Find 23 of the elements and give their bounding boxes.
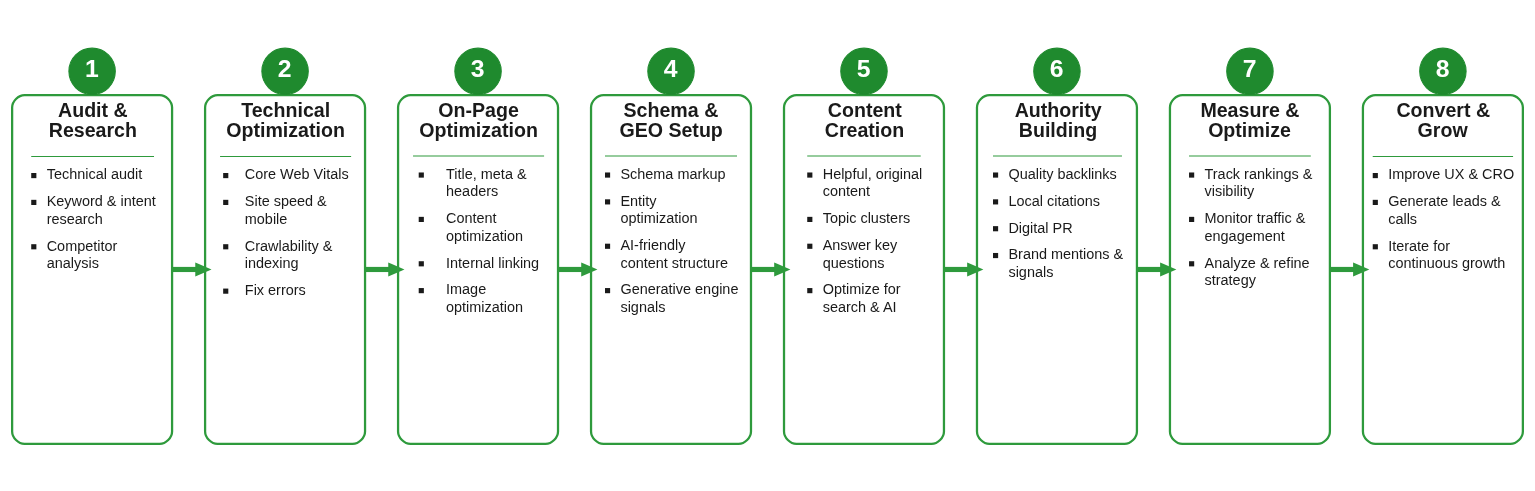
node-circle: 3 [454,47,502,95]
node-circle: 1 [68,47,116,95]
node-circle: 4 [647,47,695,95]
node-circle: 2 [261,47,309,95]
node-circle: 7 [1226,47,1274,95]
node-box: Measure & Optimize Track rankings & visibility Monitor traffic & engagement Analyze & refine strategy [1168,93,1332,445]
arrow [1330,261,1370,277]
arrow [365,261,405,277]
node-box: Technical Optimization Core Web Vitals Site speed & mobile Crawlability & indexing Fix errors [203,93,367,445]
node-box: Convert & Grow Improve UX & CRO Generate leads & calls Iterate for continuous growth [1361,93,1524,445]
node-box: Schema & GEO Setup Schema markup Entity optimization AI-friendly content structure Generative engine signals [589,93,753,445]
node-circle: 8 [1419,47,1467,95]
arrow [558,261,598,277]
arrow [944,261,984,277]
node-circle: 6 [1033,47,1081,95]
node-circle: 5 [840,47,888,95]
node-box: On-Page Optimization Title, meta & headers Content optimization Internal linking Image optimization [396,93,560,445]
arrow [1137,261,1177,277]
node-box: Authority Building Quality backlinks Local citations Digital PR Brand mentions & signals [975,93,1139,445]
arrow [172,261,212,277]
node-box: Content Creation Helpful, original content Topic clusters Answer key questions Optimize for search & AI [782,93,946,445]
arrow [751,261,791,277]
node-box: Audit & Research Technical audit Keyword & intent research Competitor analysis [11,93,174,445]
